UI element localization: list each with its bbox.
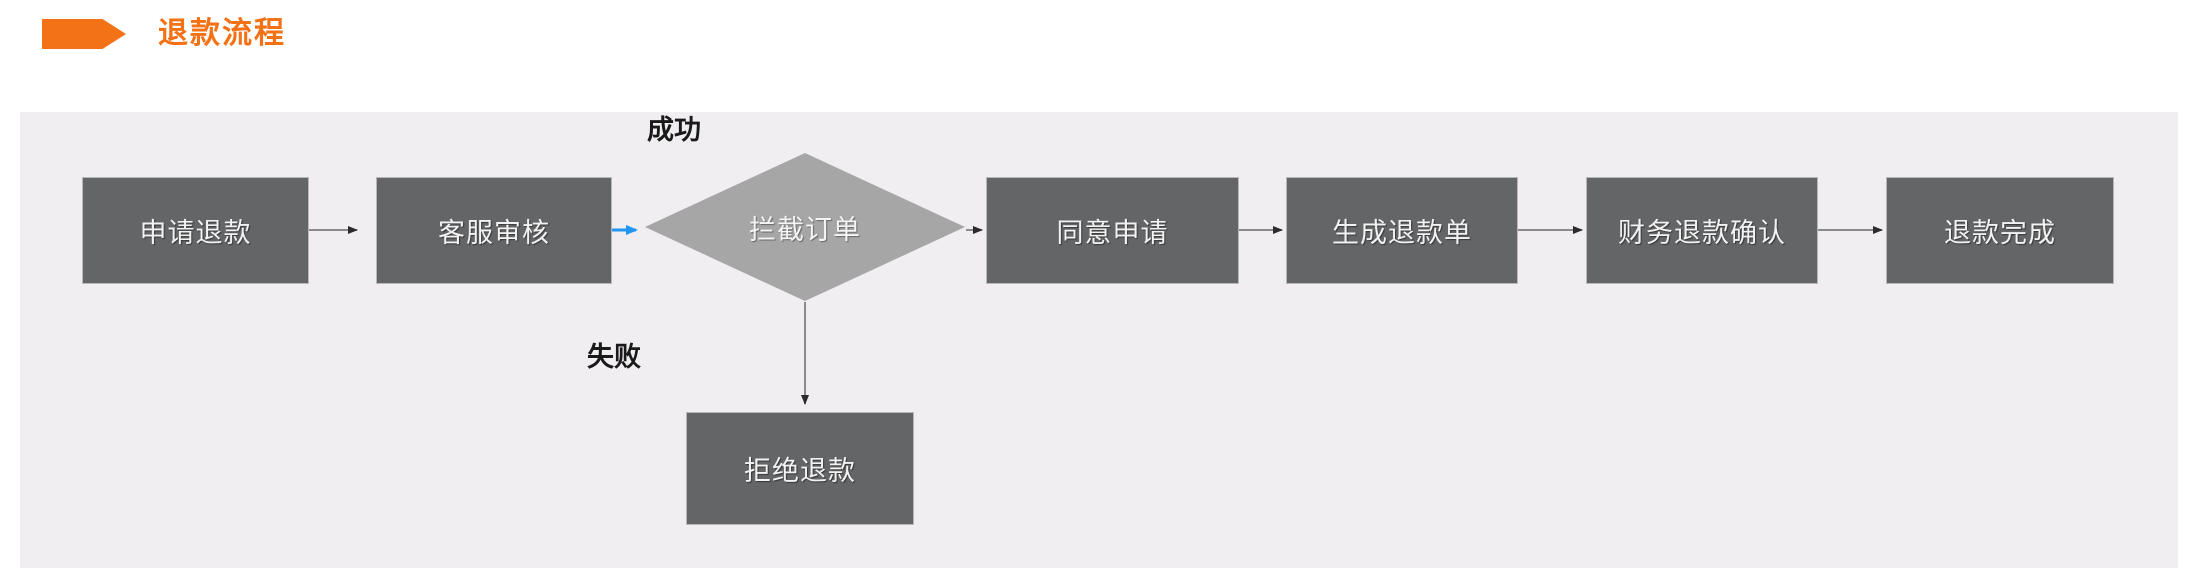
page-header: 退款流程 — [0, 0, 2194, 112]
flow-node-reject-refund-label: 拒绝退款 — [744, 456, 856, 486]
flowchart-canvas[interactable]: 申请退款 客服审核 拦截订单 同意申请 生成退款单 财务退款确认 退款完成 拒绝… — [20, 112, 2178, 568]
flow-node-customer-service-review-label: 客服审核 — [438, 218, 550, 248]
flow-node-intercept-order-decision[interactable]: 拦截订单 — [645, 153, 965, 301]
flow-node-approve-application[interactable]: 同意申请 — [986, 177, 1239, 284]
flow-node-intercept-order-label: 拦截订单 — [749, 214, 861, 245]
flow-node-reject-refund[interactable]: 拒绝退款 — [686, 412, 914, 525]
edge-label-failure: 失败 — [587, 342, 641, 372]
flow-node-generate-refund-order-label: 生成退款单 — [1332, 218, 1472, 248]
flow-node-refund-complete-label: 退款完成 — [1944, 218, 2056, 248]
flow-node-generate-refund-order[interactable]: 生成退款单 — [1286, 177, 1518, 284]
edge-label-success: 成功 — [647, 115, 701, 145]
flow-node-finance-refund-confirm[interactable]: 财务退款确认 — [1586, 177, 1818, 284]
page-title: 退款流程 — [158, 17, 286, 50]
flow-node-apply-refund[interactable]: 申请退款 — [82, 177, 309, 284]
flow-node-customer-service-review[interactable]: 客服审核 — [376, 177, 612, 284]
flow-node-refund-complete[interactable]: 退款完成 — [1886, 177, 2114, 284]
flow-node-approve-application-label: 同意申请 — [1056, 218, 1169, 248]
flow-node-apply-refund-label: 申请退款 — [139, 218, 252, 248]
flow-node-finance-refund-confirm-label: 财务退款确认 — [1618, 218, 1786, 248]
orange-arrow-banner-icon — [42, 19, 126, 49]
